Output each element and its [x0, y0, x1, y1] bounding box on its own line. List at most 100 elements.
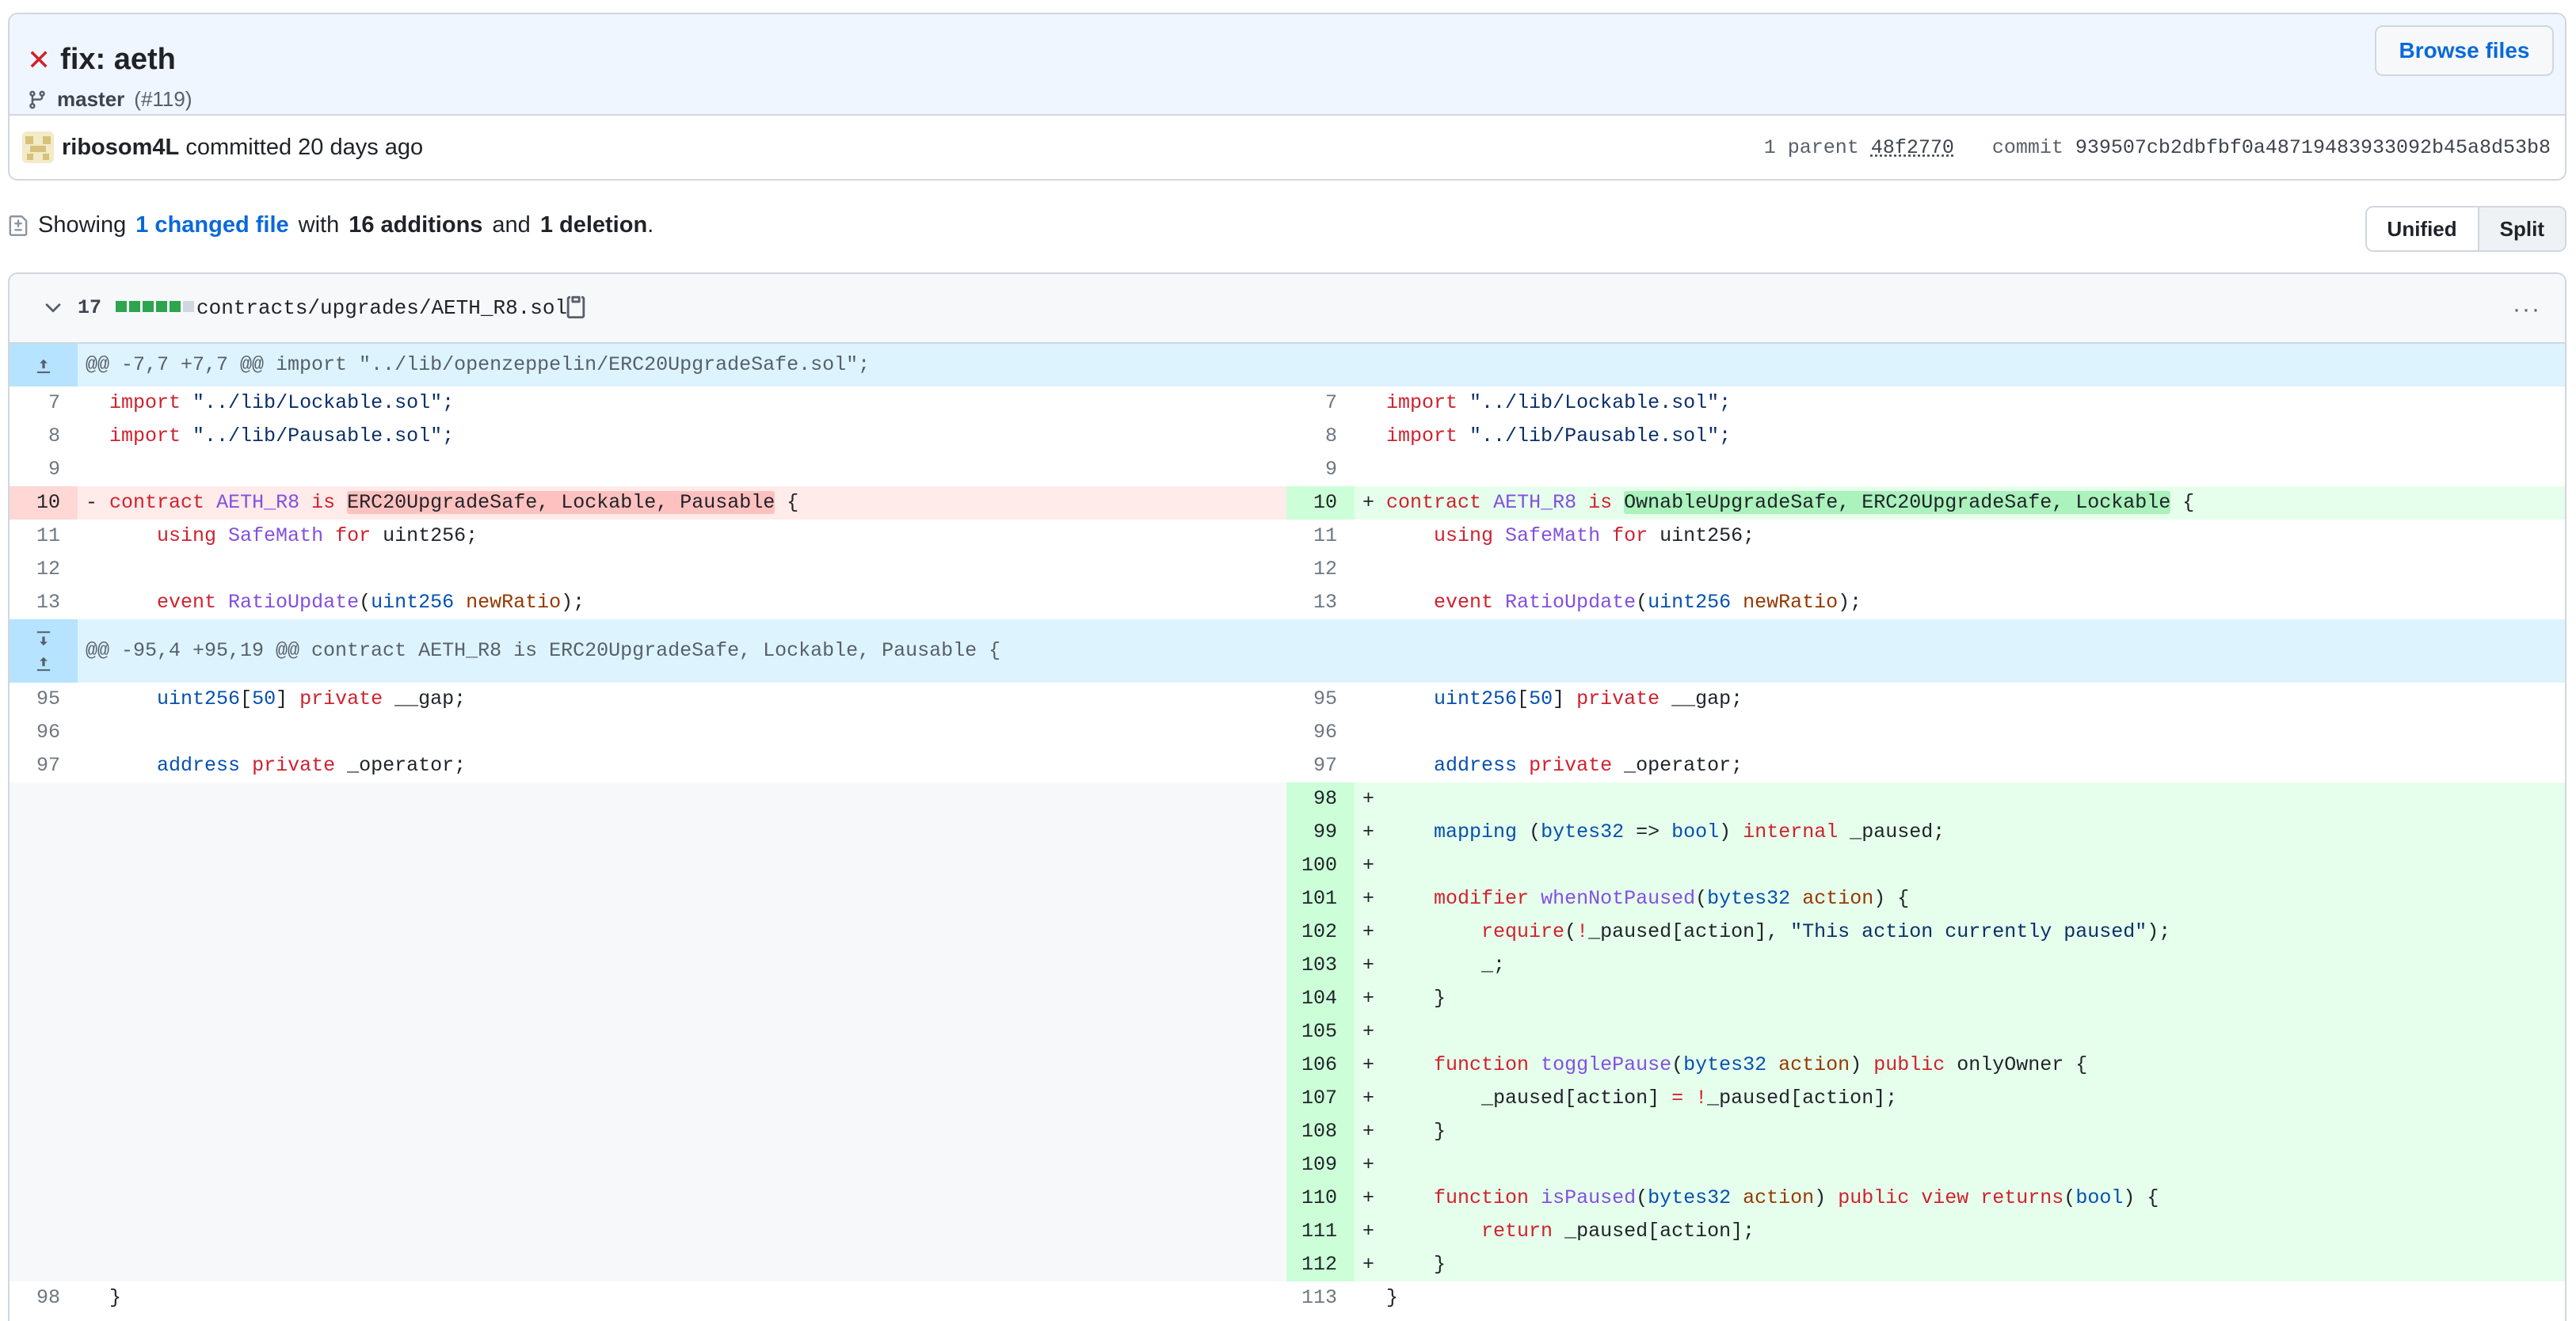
code-token: +: [1362, 1053, 1375, 1076]
code-token: _paused;: [1850, 820, 1945, 843]
code-token: togglePause: [1541, 1053, 1672, 1076]
line-number[interactable]: 112: [1286, 1248, 1355, 1281]
summary-and: and: [492, 212, 531, 238]
parent-sha-link[interactable]: 48f2770: [1870, 136, 1954, 159]
branch-link[interactable]: master: [57, 87, 125, 111]
diff-row: 8 import "../lib/Pausable.sol"; 8 import…: [10, 420, 2565, 453]
line-number[interactable]: 11: [1313, 524, 1337, 547]
browse-files-button[interactable]: Browse files: [2375, 25, 2554, 76]
line-number[interactable]: 96: [36, 721, 60, 744]
avatar[interactable]: [22, 131, 54, 163]
code-token: =: [1671, 1087, 1684, 1110]
file-path-link[interactable]: contracts/upgrades/AETH_R8.sol: [196, 296, 568, 320]
hunk-header: @@ -95,4 +95,19 @@ contract AETH_R8 is E…: [10, 619, 2565, 683]
line-number[interactable]: 9: [1324, 458, 1337, 481]
line-number[interactable]: 108: [1286, 1115, 1355, 1148]
added-line: 111+ return _paused[action];: [1286, 1215, 2565, 1248]
kebab-menu-icon[interactable]: ···: [2513, 296, 2541, 322]
code-token: "../lib/Pausable.sol";: [1469, 424, 1732, 447]
added-line: 112+ }: [1286, 1248, 2565, 1281]
line-number[interactable]: 111: [1286, 1215, 1355, 1248]
code-token: bool: [2075, 1186, 2124, 1209]
line-number[interactable]: 8: [1324, 424, 1337, 447]
added-block: 98 + 99+ mapping (bytes32 => bool) intern…: [10, 782, 2565, 1281]
line-number[interactable]: 97: [1313, 754, 1337, 777]
changed-files-link[interactable]: 1 changed file: [135, 212, 289, 238]
line-number[interactable]: 105: [1286, 1015, 1355, 1049]
line-number[interactable]: 8: [48, 424, 60, 447]
diff-row: 12 12: [10, 553, 2565, 586]
line-number[interactable]: 13: [1313, 591, 1337, 614]
code-token: SafeMath: [1505, 524, 1601, 547]
line-number[interactable]: 98: [36, 1286, 60, 1309]
diff-row: 11 using SafeMath for uint256; 11 using …: [10, 520, 2565, 553]
line-number[interactable]: 7: [1324, 391, 1337, 414]
expand-up-icon[interactable]: [10, 344, 78, 386]
line-number[interactable]: 107: [1286, 1082, 1355, 1115]
line-number[interactable]: 104: [1286, 982, 1355, 1015]
code-token: import: [109, 424, 181, 447]
code-token: );: [561, 591, 585, 614]
added-line: 109+: [1286, 1148, 2565, 1182]
pr-link[interactable]: (#119): [134, 87, 192, 111]
code-token: uint256;: [1660, 524, 1755, 547]
code-token: function: [1434, 1053, 1530, 1076]
chevron-down-icon[interactable]: [41, 296, 65, 320]
code-token: _paused[action];: [1564, 1220, 1755, 1243]
line-number[interactable]: 98: [1286, 782, 1355, 816]
line-number[interactable]: 10: [10, 486, 78, 520]
copy-icon[interactable]: [564, 293, 588, 320]
added-line: 100+: [1286, 849, 2565, 882]
split-view-button[interactable]: Split: [2477, 207, 2565, 250]
line-number[interactable]: 11: [36, 524, 60, 547]
summary-period: .: [647, 212, 654, 238]
expand-both-icon[interactable]: [10, 619, 78, 683]
code-token: uint256: [1648, 591, 1732, 614]
line-number[interactable]: 102: [1286, 916, 1355, 949]
line-number[interactable]: 12: [1313, 558, 1337, 581]
line-number[interactable]: 99: [1286, 816, 1355, 849]
code-token: }: [1434, 987, 1446, 1010]
code-token: {: [775, 491, 799, 514]
code-token: event: [1434, 591, 1494, 614]
code-token: private: [299, 687, 383, 710]
file-diff-icon: [9, 215, 28, 236]
code-token: !: [1695, 1087, 1708, 1110]
line-number[interactable]: 9: [48, 458, 60, 481]
author-link[interactable]: ribosom4L: [62, 135, 180, 160]
code-token: import: [109, 391, 181, 414]
line-number[interactable]: 103: [1286, 949, 1355, 982]
line-number[interactable]: 110: [1286, 1182, 1355, 1215]
line-number[interactable]: 100: [1286, 849, 1355, 882]
deleted-line: 10- contract AETH_R8 is ERC20UpgradeSafe…: [10, 486, 1286, 520]
line-number[interactable]: 10: [1286, 486, 1355, 520]
x-icon[interactable]: ✕: [27, 43, 51, 76]
commit-title: ✕ fix: aeth: [27, 43, 176, 77]
code-token: using: [157, 524, 217, 547]
code-token: uint256: [1434, 687, 1518, 710]
empty-side: [10, 782, 1286, 1281]
line-number[interactable]: 109: [1286, 1148, 1355, 1182]
line-number[interactable]: 13: [36, 591, 60, 614]
code-token: __gap;: [1671, 687, 1743, 710]
added-line: 110+ function isPaused(bytes32 action) p…: [1286, 1182, 2565, 1215]
committed-text: committed 20 days ago: [185, 135, 424, 160]
added-line: 99+ mapping (bytes32 => bool) internal _…: [1286, 816, 2565, 849]
code-token: whenNotPaused: [1541, 887, 1696, 910]
line-number[interactable]: 95: [36, 687, 60, 710]
line-number[interactable]: 7: [48, 391, 60, 414]
line-number[interactable]: 96: [1313, 721, 1337, 744]
line-number[interactable]: 97: [36, 754, 60, 777]
code-token: uint256: [371, 591, 455, 614]
diff-view-toggle: Unified Split: [2365, 206, 2566, 252]
line-number[interactable]: 101: [1286, 882, 1355, 916]
diff-row: 9 9: [10, 453, 2565, 486]
unified-view-button[interactable]: Unified: [2366, 207, 2478, 250]
line-number[interactable]: 113: [1301, 1286, 1337, 1309]
line-number[interactable]: 12: [36, 558, 60, 581]
line-number[interactable]: 106: [1286, 1049, 1355, 1082]
diffstat-block: [129, 301, 140, 312]
line-number[interactable]: 95: [1313, 687, 1337, 710]
code-token: bytes32: [1707, 887, 1791, 910]
code-token: AETH_R8: [216, 491, 300, 514]
